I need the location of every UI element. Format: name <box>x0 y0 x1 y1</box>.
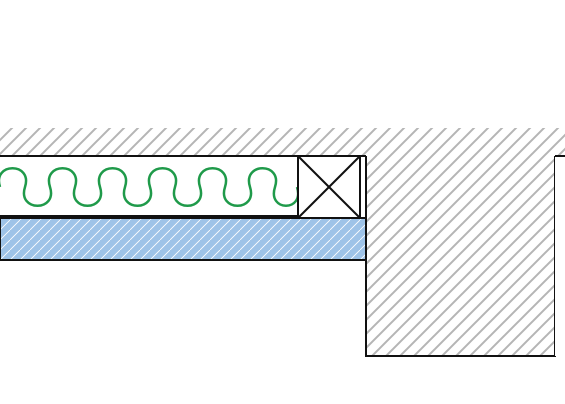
timber-batten-diagonal-b <box>297 155 361 219</box>
cross-box-icon <box>297 155 361 219</box>
concrete-slab <box>0 128 565 156</box>
plasterboard-hatch <box>1 219 365 259</box>
right-column-stub <box>555 156 565 356</box>
insulation-wave-icon <box>0 167 300 207</box>
concrete-beam-fill <box>366 156 555 356</box>
